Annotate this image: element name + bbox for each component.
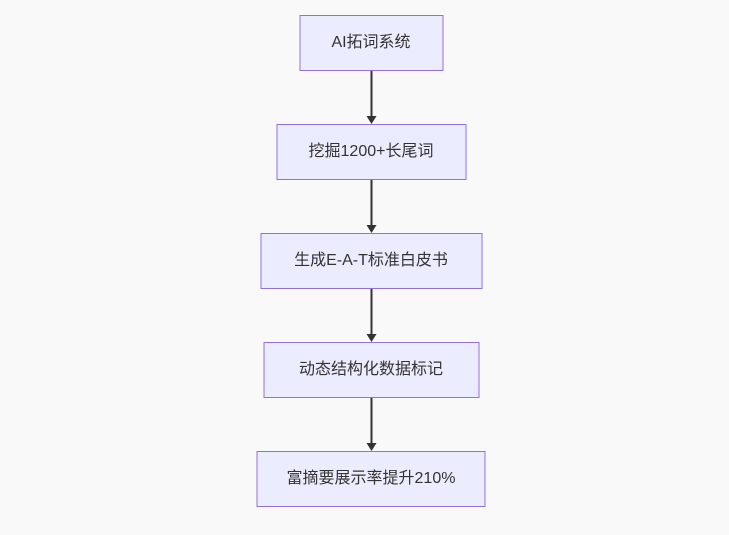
- flow-edge-1: [366, 71, 376, 124]
- flow-node-rich-snippet-result: 富摘要展示率提升210%: [256, 451, 486, 507]
- flow-edge-4: [366, 398, 376, 451]
- flow-edge-2: [366, 180, 376, 233]
- flow-node-label: 动态结构化数据标记: [298, 361, 443, 378]
- edge-line: [370, 289, 372, 334]
- arrow-down-icon: [366, 334, 376, 342]
- edge-line: [370, 180, 372, 225]
- flowchart: AI拓词系统 挖掘1200+长尾词 生成E-A-T标准白皮书 动态结构化数据标记: [256, 15, 486, 507]
- flow-node-structured-data: 动态结构化数据标记: [263, 342, 479, 398]
- flow-node-label: 富摘要展示率提升210%: [286, 470, 456, 487]
- edge-line: [370, 71, 372, 116]
- flow-node-eat-whitepaper: 生成E-A-T标准白皮书: [260, 233, 482, 289]
- flow-node-label: 生成E-A-T标准白皮书: [294, 252, 448, 269]
- flow-node-ai-word-system: AI拓词系统: [299, 15, 443, 71]
- arrow-down-icon: [366, 225, 376, 233]
- flow-node-label: AI拓词系统: [331, 34, 411, 51]
- flow-node-longtail-mining: 挖掘1200+长尾词: [276, 124, 466, 180]
- arrow-down-icon: [366, 116, 376, 124]
- flow-node-label: 挖掘1200+长尾词: [308, 143, 434, 160]
- flow-edge-3: [366, 289, 376, 342]
- arrow-down-icon: [366, 443, 376, 451]
- edge-line: [370, 398, 372, 443]
